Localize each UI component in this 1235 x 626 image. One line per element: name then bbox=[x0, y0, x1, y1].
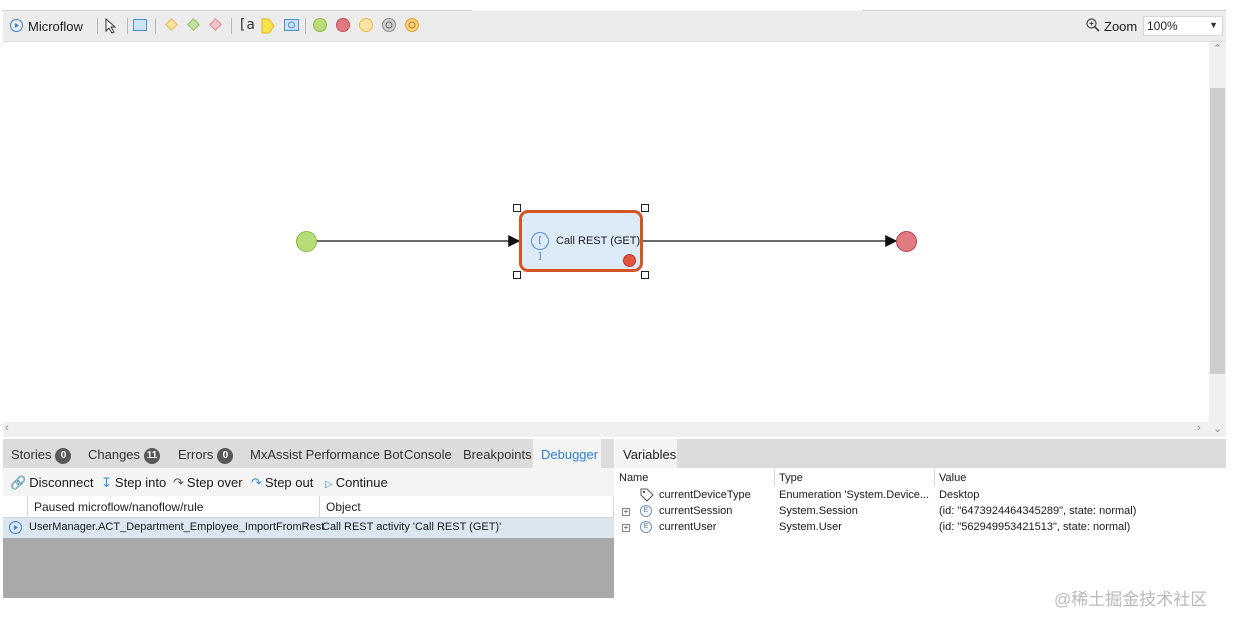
tab-label: Stories bbox=[11, 447, 52, 462]
button-label: Step out bbox=[264, 475, 314, 490]
chevron-down-icon: ▼ bbox=[1209, 20, 1218, 30]
rest-call-icon: [ ] bbox=[531, 232, 549, 262]
loop-tool-icon[interactable] bbox=[284, 19, 299, 31]
step-into-button[interactable]: ↧Step into bbox=[101, 475, 166, 491]
zoom-icon bbox=[1086, 18, 1100, 35]
microflow-title: Microflow bbox=[28, 19, 83, 34]
variable-type: Enumeration 'System.Device... bbox=[779, 489, 930, 501]
variable-value: Desktop bbox=[939, 489, 980, 501]
tab-label: Debugger bbox=[541, 447, 599, 462]
tab-debugger[interactable]: Debugger bbox=[533, 439, 601, 468]
column-header-value: Value bbox=[939, 472, 967, 484]
expand-icon[interactable]: + bbox=[622, 507, 630, 516]
vertical-scroll-thumb[interactable] bbox=[1210, 88, 1225, 374]
call-rest-activity[interactable]: [ ] Call REST (GET) bbox=[519, 210, 643, 272]
column-header-paused: Paused microflow/nanoflow/rule bbox=[28, 496, 320, 518]
step-into-icon: ↧ bbox=[101, 475, 112, 490]
zoom-label: Zoom bbox=[1104, 19, 1138, 34]
continue-icon: ▷ bbox=[325, 479, 333, 490]
entity-icon: E bbox=[640, 505, 652, 517]
paused-flows-table: Paused microflow/nanoflow/rule Object Us… bbox=[3, 496, 614, 538]
table-header-spacer bbox=[3, 496, 28, 518]
paused-microflow-name: UserManager.ACT_Department_Employee_Impo… bbox=[29, 521, 325, 533]
break-event-tool-icon[interactable] bbox=[382, 18, 396, 32]
count-badge: 11 bbox=[144, 448, 161, 464]
zoom-select[interactable]: 100% ▼ bbox=[1143, 16, 1223, 36]
continue-button[interactable]: ▷Continue bbox=[325, 475, 388, 490]
resize-handle-ne[interactable] bbox=[641, 204, 649, 212]
variables-pane: Variables Name Type Value currentDeviceT… bbox=[615, 439, 1226, 598]
step-over-button[interactable]: ↷Step over bbox=[173, 475, 243, 491]
button-label: Continue bbox=[335, 475, 388, 490]
table-row[interactable]: UserManager.ACT_Department_Employee_Impo… bbox=[3, 518, 614, 538]
button-label: Step into bbox=[114, 475, 167, 490]
tab-console[interactable]: Console bbox=[404, 447, 452, 462]
variable-type: System.User bbox=[779, 521, 842, 533]
tab-label: Changes bbox=[88, 447, 141, 462]
tab-label: Errors bbox=[178, 447, 214, 462]
button-label: Disconnect bbox=[29, 475, 94, 490]
step-over-icon: ↷ bbox=[173, 475, 184, 490]
error-event-tool-icon[interactable] bbox=[359, 18, 373, 32]
expand-icon[interactable]: + bbox=[622, 523, 630, 532]
scroll-right-icon[interactable]: › bbox=[1197, 422, 1201, 434]
continue-event-tool-icon[interactable] bbox=[405, 18, 419, 32]
vertical-scrollbar[interactable]: ⌃ ⌄ bbox=[1209, 42, 1226, 437]
tab-label: Variables bbox=[623, 447, 677, 462]
step-out-button[interactable]: ↷Step out bbox=[251, 475, 313, 491]
column-header-object: Object bbox=[320, 496, 614, 518]
resize-handle-nw[interactable] bbox=[513, 204, 521, 212]
count-badge: 0 bbox=[55, 448, 72, 464]
activity-tool-icon[interactable] bbox=[133, 19, 147, 31]
annotation-tool-icon[interactable]: [a bbox=[238, 17, 255, 33]
microflow-icon bbox=[9, 521, 22, 534]
end-event[interactable] bbox=[896, 231, 917, 252]
column-header-type: Type bbox=[779, 472, 803, 484]
variable-name: currentUser bbox=[659, 521, 717, 533]
activity-label: Call REST (GET) bbox=[556, 235, 641, 247]
end-event-tool-icon[interactable] bbox=[336, 18, 350, 32]
disconnect-button[interactable]: 🔗Disconnect bbox=[10, 475, 94, 491]
variable-name: currentSession bbox=[659, 505, 733, 517]
tab-variables[interactable]: Variables bbox=[615, 439, 677, 468]
step-out-icon: ↷ bbox=[251, 475, 262, 490]
variable-value: (id: "562949953421513", state: normal) bbox=[939, 521, 1131, 533]
watermark: @稀土掘金技术社区 bbox=[1054, 590, 1208, 609]
tab-breakpoints[interactable]: Breakpoints bbox=[463, 447, 532, 462]
breakpoint-icon[interactable] bbox=[623, 254, 636, 267]
microflow-toolbar: Microflow [a Zoom 100% ▼ bbox=[3, 11, 1226, 42]
window-top-strip bbox=[0, 0, 1235, 11]
disconnect-icon: 🔗 bbox=[10, 475, 27, 490]
paused-object: Call REST activity 'Call REST (GET)' bbox=[322, 521, 502, 533]
scroll-down-icon[interactable]: ⌄ bbox=[1213, 423, 1223, 435]
count-badge: 0 bbox=[217, 448, 234, 464]
tag-icon bbox=[640, 488, 654, 505]
scroll-up-icon[interactable]: ⌃ bbox=[1213, 43, 1223, 55]
scroll-left-icon[interactable]: ‹ bbox=[5, 422, 9, 434]
parameter-tool-icon[interactable] bbox=[261, 18, 275, 37]
resize-handle-se[interactable] bbox=[641, 271, 649, 279]
pointer-tool-icon[interactable] bbox=[104, 17, 118, 37]
variable-type: System.Session bbox=[779, 505, 858, 517]
variables-tab-bar: Variables bbox=[615, 439, 1226, 468]
start-event-tool-icon[interactable] bbox=[313, 18, 327, 32]
tab-mxassist[interactable]: MxAssist Performance Bot bbox=[250, 447, 404, 462]
variable-name: currentDeviceType bbox=[659, 489, 751, 501]
column-header-name: Name bbox=[619, 472, 649, 484]
entity-icon: E bbox=[640, 521, 652, 533]
microflow-icon bbox=[10, 19, 23, 32]
zoom-value: 100% bbox=[1147, 19, 1178, 33]
horizontal-scrollbar[interactable]: ‹ › bbox=[3, 422, 1209, 437]
start-event[interactable] bbox=[296, 231, 317, 252]
button-label: Step over bbox=[186, 475, 243, 490]
resize-handle-sw[interactable] bbox=[513, 271, 521, 279]
variable-value: (id: "6473924464345289", state: normal) bbox=[939, 505, 1137, 517]
debugger-toolbar: 🔗Disconnect ↧Step into ↷Step over ↷Step … bbox=[3, 468, 614, 496]
